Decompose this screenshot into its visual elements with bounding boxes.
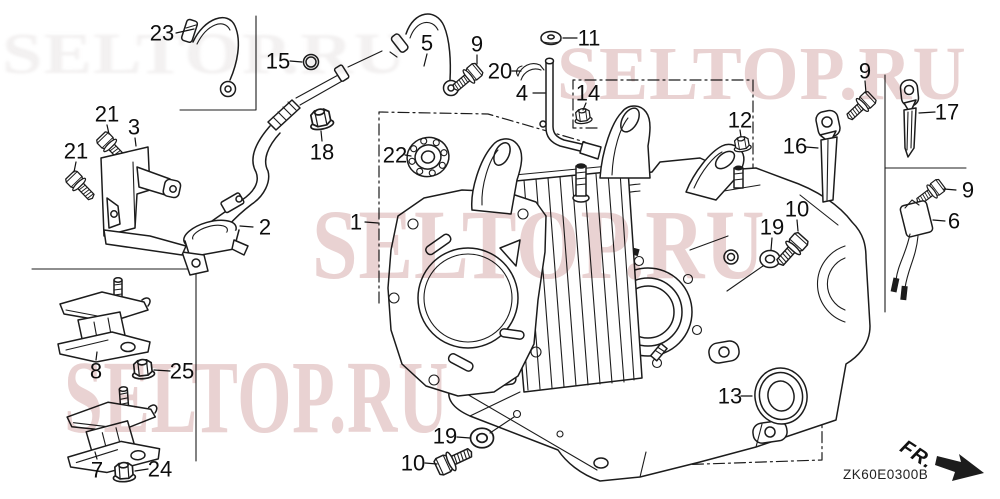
callout-10: 10: [401, 451, 425, 476]
callout-leader-25: [153, 369, 171, 372]
callout-19: 19: [760, 215, 784, 240]
callout-4: 4: [516, 81, 528, 106]
callout-18: 18: [310, 140, 334, 165]
callout-leader-24: [134, 468, 149, 472]
breather-tube-2: [181, 50, 383, 276]
callout-leader-17: [918, 111, 936, 114]
callout-leader-15: [289, 60, 303, 63]
callout-leader-2: [239, 225, 254, 228]
callout-leader-19: [456, 436, 471, 439]
oil-switch-6: [890, 199, 934, 301]
callout-13: 13: [718, 384, 742, 409]
plate-16: [815, 109, 841, 203]
callout-2: 2: [259, 215, 271, 240]
callout-25: 25: [170, 359, 194, 384]
nut-18: [306, 106, 336, 133]
callout-leader-6: [932, 219, 946, 222]
callout-leader-10: [424, 462, 438, 465]
bearing-22: [406, 136, 450, 178]
bolt-21b: [63, 168, 100, 205]
callout-leader-9: [943, 188, 957, 191]
callout-10: 10: [785, 197, 809, 222]
callout-leader-23: [175, 28, 195, 34]
callout-11: 11: [578, 26, 601, 51]
nut-25: [130, 357, 156, 381]
callout-leader-16: [805, 146, 819, 149]
callout-21: 21: [64, 139, 88, 164]
pipe-4: [539, 57, 602, 160]
callout-leader-8: [95, 351, 98, 361]
callout-leader-3: [134, 137, 137, 147]
callout-21: 21: [95, 102, 119, 127]
dipstick-17: [899, 79, 920, 158]
grommet-11: [540, 30, 562, 46]
callout-24: 24: [148, 457, 172, 482]
nut-12: [731, 134, 753, 154]
callout-leader-10: [796, 219, 799, 232]
callout-7: 7: [91, 458, 103, 483]
callout-9: 9: [471, 32, 483, 57]
engine-mount-7: [62, 383, 162, 476]
fr-arrow-icon: [935, 454, 984, 481]
callout-leader-22: [404, 154, 412, 157]
callout-6: 6: [948, 209, 960, 234]
oil-seal-13: [754, 367, 808, 425]
cable-23: [180, 16, 240, 98]
callout-1: 1: [350, 210, 362, 235]
lift-bracket-arms: [471, 105, 745, 215]
engine-mount-8: [57, 277, 151, 363]
callout-leader-18: [320, 130, 323, 142]
callout-5: 5: [421, 31, 433, 56]
bracket-3: [100, 146, 187, 256]
callout-23: 23: [150, 21, 174, 46]
head-stud-2: [733, 165, 744, 189]
callout-leader-9: [864, 80, 867, 94]
callout-8: 8: [90, 359, 102, 384]
washer-19-bottom: [469, 427, 495, 449]
callout-12: 12: [728, 108, 752, 133]
callout-leader-21: [73, 161, 77, 173]
callout-leader-7: [94, 451, 98, 460]
callout-9: 9: [962, 178, 974, 203]
callout-14: 14: [576, 81, 600, 106]
head-stud: [572, 163, 590, 203]
callout-leader-1: [364, 221, 379, 224]
callout-20: 20: [488, 59, 512, 84]
callout-3: 3: [128, 115, 140, 140]
clip-20: [516, 63, 545, 81]
callout-22: 22: [383, 143, 407, 168]
bolt-9-right-top: [841, 89, 879, 125]
callout-leader-14: [582, 102, 587, 111]
washer-15: [302, 53, 320, 71]
gasket-plate: [387, 189, 547, 397]
callout-15: 15: [266, 49, 290, 74]
callout-leader-5: [423, 53, 428, 67]
callout-17: 17: [935, 100, 959, 125]
diagram-code: ZK60E0300B: [843, 467, 929, 482]
callout-leader-19: [770, 237, 773, 251]
callout-leader-12: [739, 129, 742, 138]
callout-19: 19: [433, 424, 457, 449]
callout-leader-21: [106, 124, 110, 135]
callout-16: 16: [783, 134, 807, 159]
callout-9: 9: [859, 59, 871, 84]
